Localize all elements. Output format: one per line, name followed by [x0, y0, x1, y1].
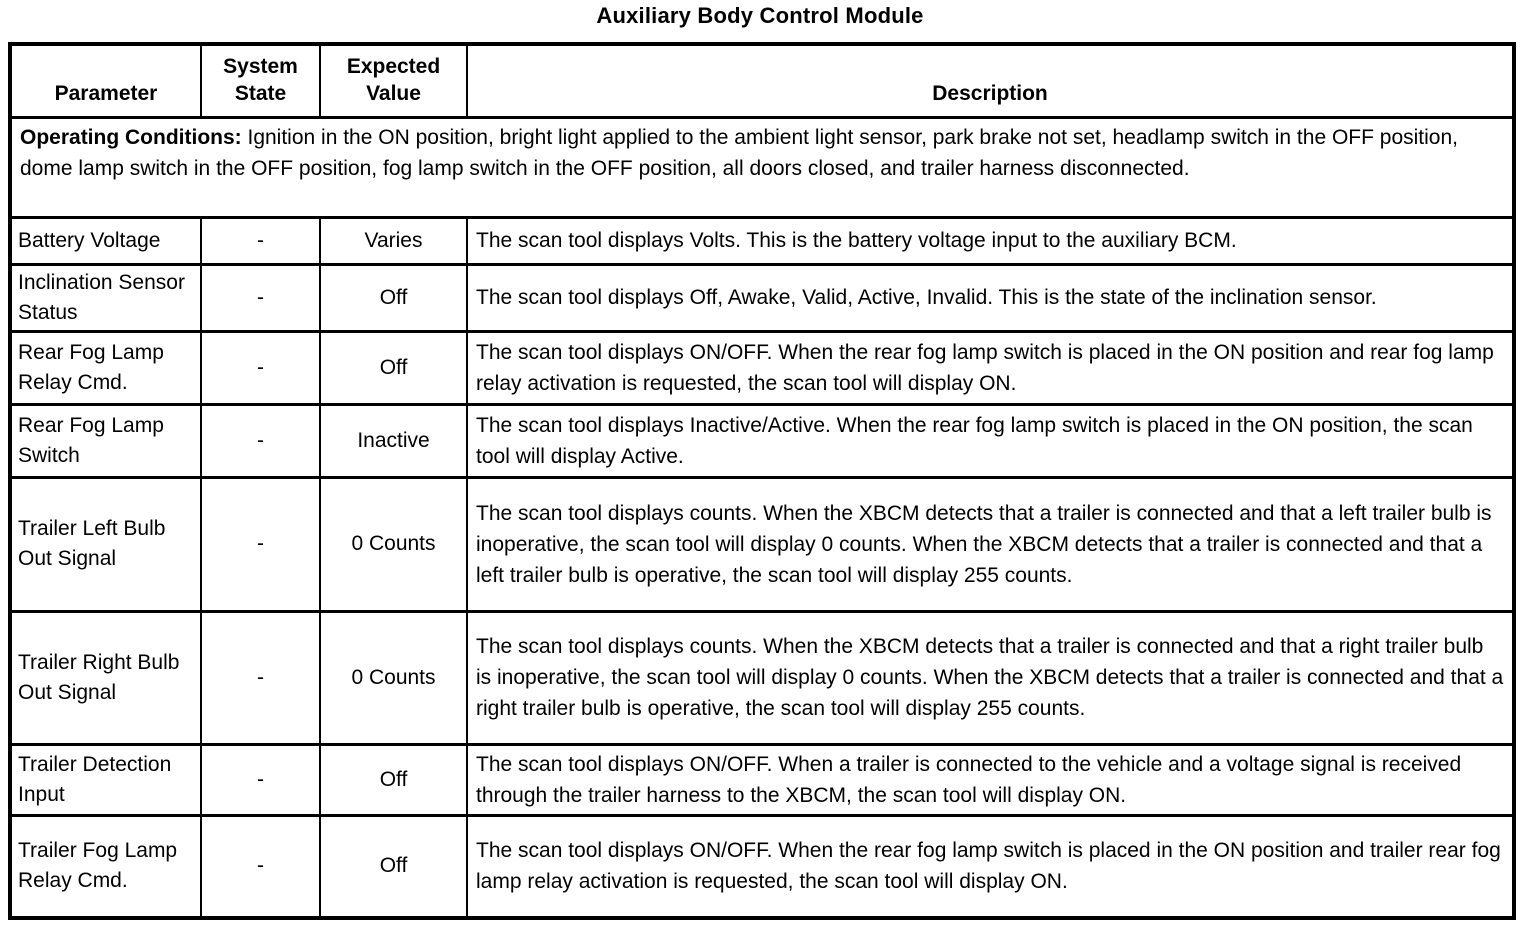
operating-conditions-label: Operating Conditions:	[20, 125, 242, 149]
parameter-cell: Rear Fog Lamp Switch	[9, 402, 202, 479]
expected-value-cell: Off	[319, 262, 468, 333]
expected-value-cell: Inactive	[319, 402, 468, 479]
parameter-cell: Battery Voltage	[9, 215, 202, 266]
col-header-system-state: System State	[200, 42, 321, 119]
parameter-table: Parameter System State Expected Value De…	[8, 42, 1516, 920]
parameter-cell: Trailer Fog Lamp Relay Cmd.	[9, 813, 202, 920]
table-row: Rear Fog Lamp Switch - Inactive The scan…	[9, 402, 1515, 479]
table-row: Trailer Right Bulb Out Signal - 0 Counts…	[9, 609, 1515, 746]
system-state-cell: -	[200, 742, 321, 817]
expected-value-cell: Off	[319, 742, 468, 817]
table-row: Trailer Fog Lamp Relay Cmd. - Off The sc…	[9, 813, 1515, 920]
table-row: Trailer Detection Input - Off The scan t…	[9, 742, 1515, 817]
operating-conditions-cell: Operating Conditions: Ignition in the ON…	[9, 115, 1515, 219]
col-header-description: Description	[466, 42, 1515, 119]
expected-value-cell: 0 Counts	[319, 609, 468, 746]
system-state-cell: -	[200, 813, 321, 920]
operating-conditions-text: Ignition in the ON position, bright ligh…	[20, 125, 1458, 180]
expected-value-cell: 0 Counts	[319, 475, 468, 613]
description-cell: The scan tool displays ON/OFF. When the …	[466, 813, 1515, 920]
description-cell: The scan tool displays ON/OFF. When the …	[466, 329, 1515, 406]
description-cell: The scan tool displays Inactive/Active. …	[466, 402, 1515, 479]
system-state-cell: -	[200, 215, 321, 266]
system-state-cell: -	[200, 475, 321, 613]
parameter-cell: Trailer Right Bulb Out Signal	[9, 609, 202, 746]
description-cell: The scan tool displays counts. When the …	[466, 475, 1515, 613]
parameter-cell: Trailer Left Bulb Out Signal	[9, 475, 202, 613]
col-header-expected-value: Expected Value	[319, 42, 468, 119]
table-row: Trailer Left Bulb Out Signal - 0 Counts …	[9, 475, 1515, 613]
parameter-cell: Inclination Sensor Status	[9, 262, 202, 333]
table-row: Inclination Sensor Status - Off The scan…	[9, 262, 1515, 333]
description-cell: The scan tool displays Off, Awake, Valid…	[466, 262, 1515, 333]
expected-value-cell: Off	[319, 329, 468, 406]
parameter-cell: Trailer Detection Input	[9, 742, 202, 817]
description-cell: The scan tool displays counts. When the …	[466, 609, 1515, 746]
operating-conditions-row: Operating Conditions: Ignition in the ON…	[9, 115, 1515, 219]
col-header-parameter: Parameter	[9, 42, 202, 119]
system-state-cell: -	[200, 402, 321, 479]
page-title: Auxiliary Body Control Module	[596, 3, 924, 28]
header-row: Parameter System State Expected Value De…	[9, 42, 1515, 119]
table-row: Rear Fog Lamp Relay Cmd. - Off The scan …	[9, 329, 1515, 406]
expected-value-cell: Varies	[319, 215, 468, 266]
description-cell: The scan tool displays Volts. This is th…	[466, 215, 1515, 266]
expected-value-cell: Off	[319, 813, 468, 920]
system-state-cell: -	[200, 329, 321, 406]
system-state-cell: -	[200, 262, 321, 333]
table-row: Battery Voltage - Varies The scan tool d…	[9, 215, 1515, 266]
description-cell: The scan tool displays ON/OFF. When a tr…	[466, 742, 1515, 817]
parameter-cell: Rear Fog Lamp Relay Cmd.	[9, 329, 202, 406]
system-state-cell: -	[200, 609, 321, 746]
